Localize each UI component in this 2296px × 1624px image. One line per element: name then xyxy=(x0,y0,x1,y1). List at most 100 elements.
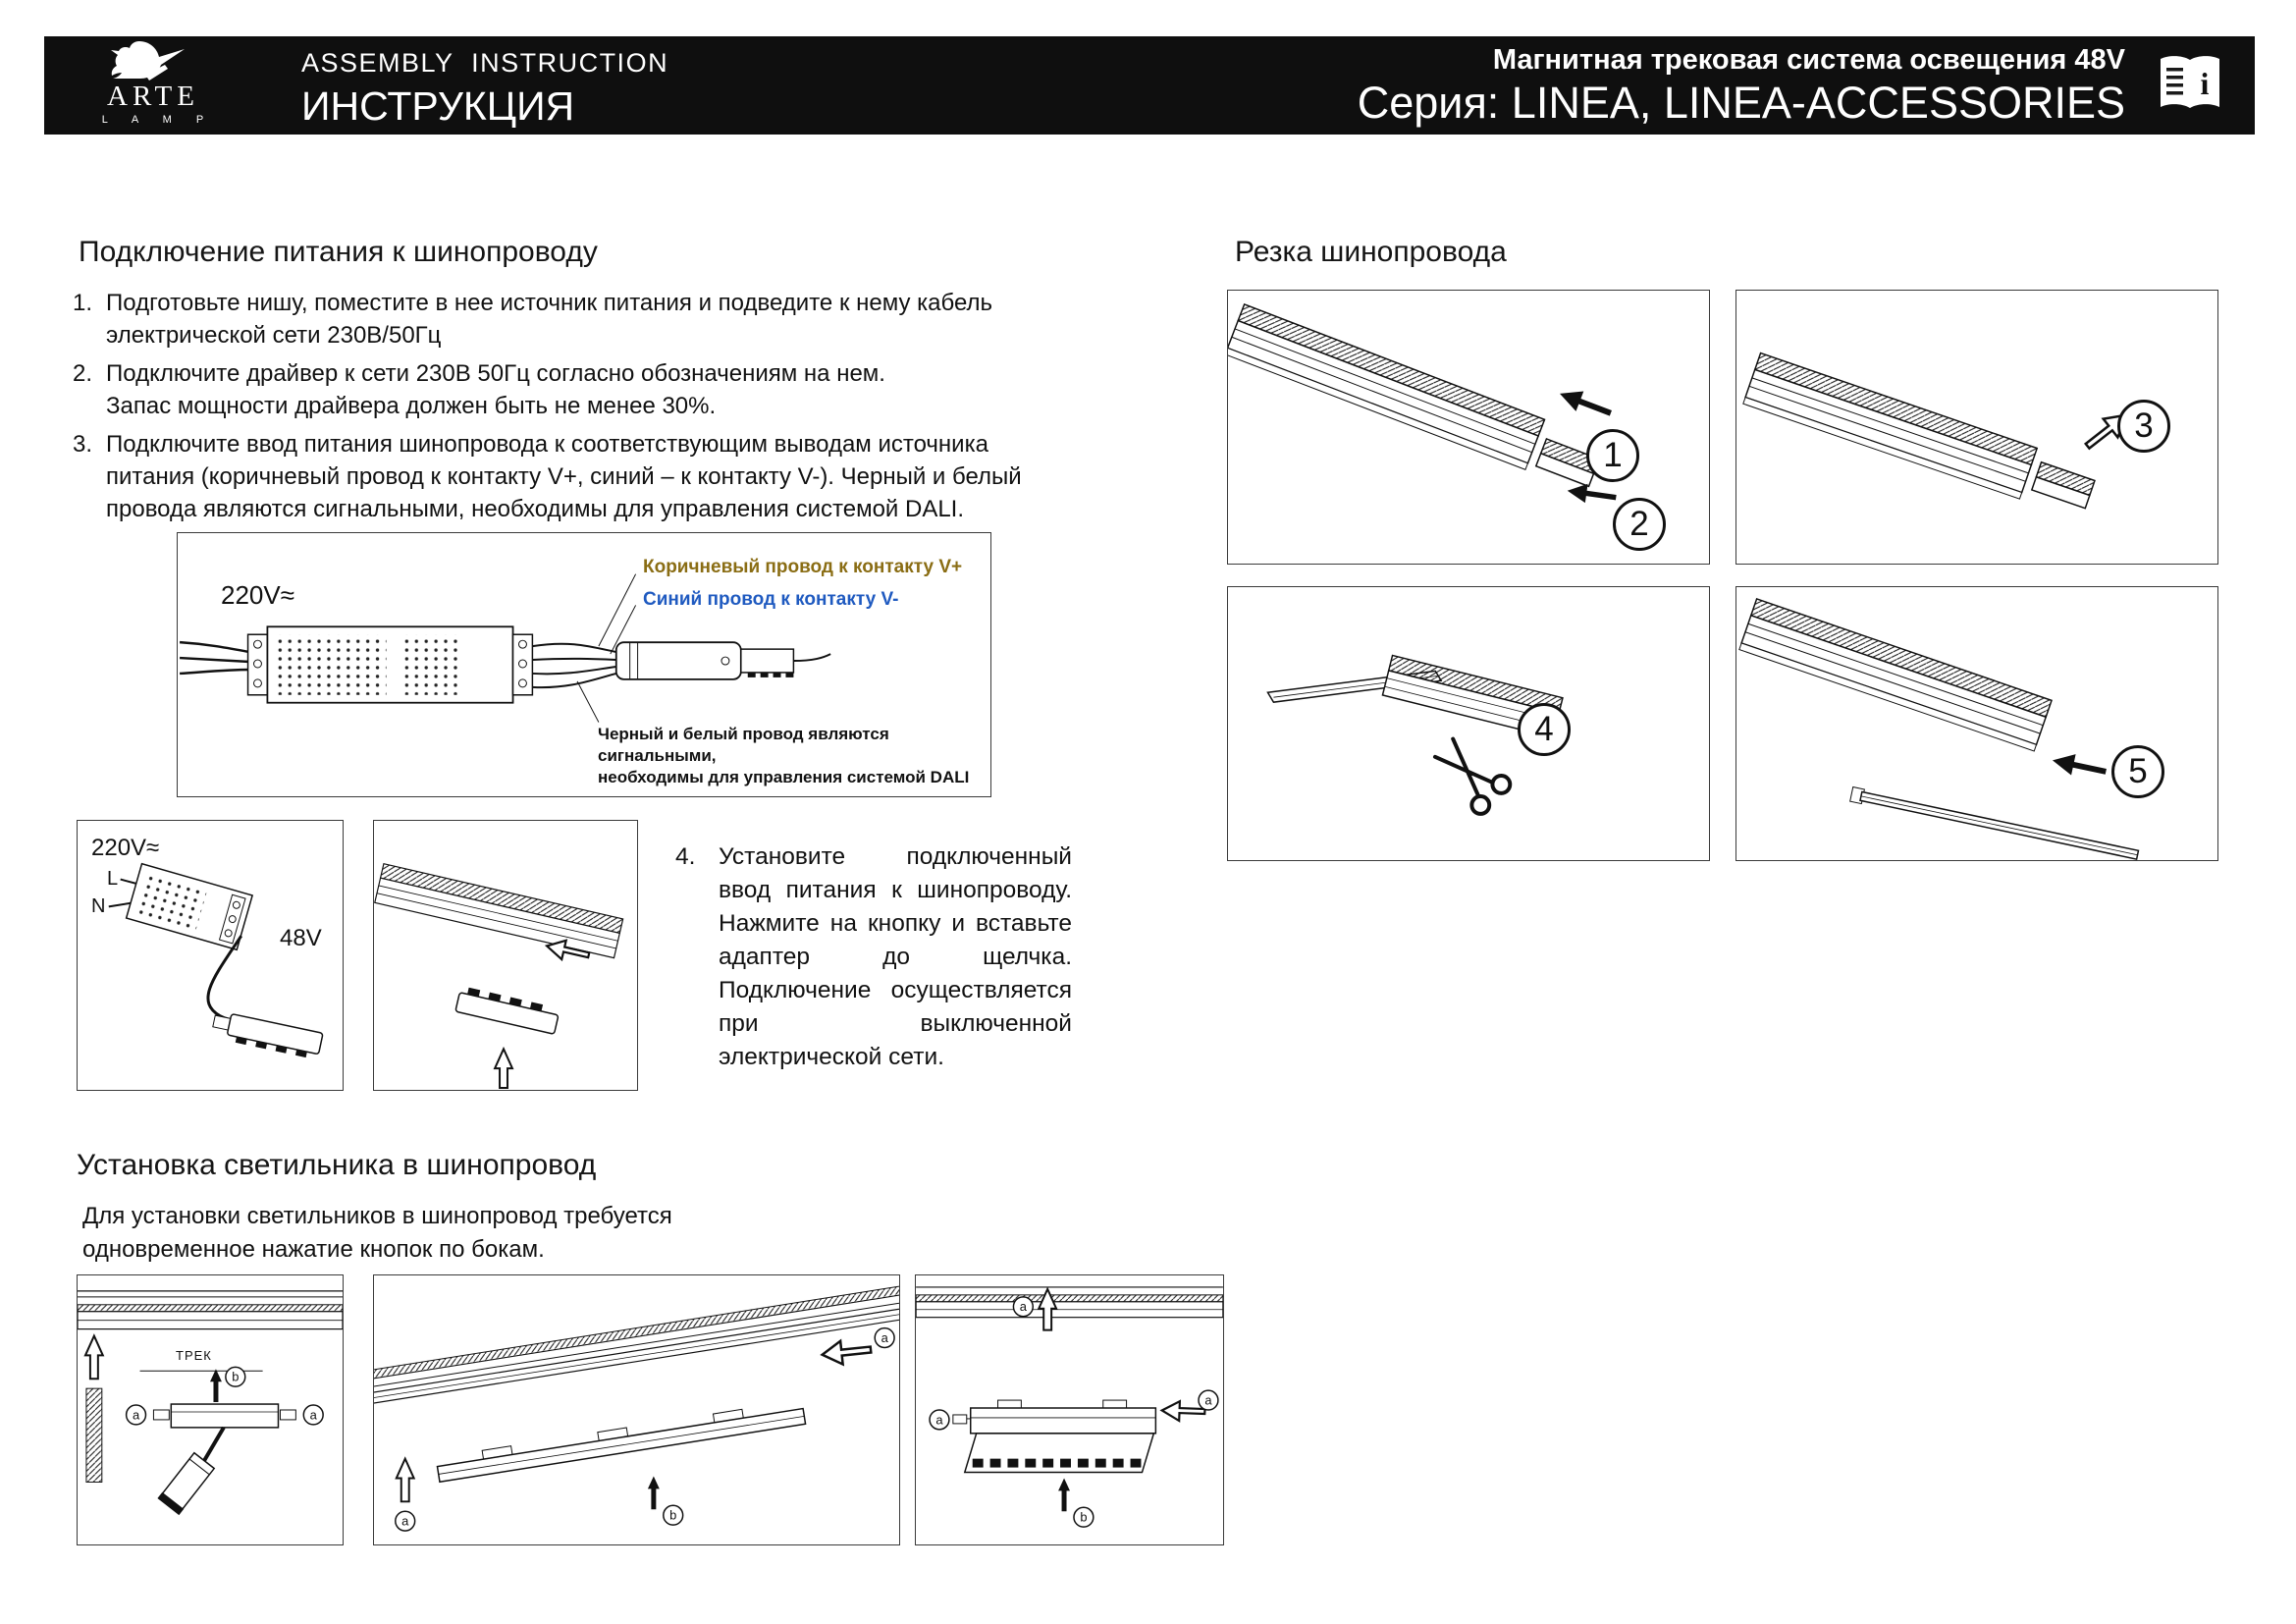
marker-a-label: a xyxy=(881,1330,889,1345)
power-step-2: 2. Подключите драйвер к сети 230В 50Гц с… xyxy=(73,357,1069,422)
step-text: Подключите ввод питания шинопровода к со… xyxy=(106,431,1022,522)
voltage-label: 220V≈ xyxy=(221,580,294,610)
marker-b-label: b xyxy=(669,1508,676,1523)
fixture-base-drawing xyxy=(170,1403,280,1429)
brand-name: ARTE xyxy=(107,81,199,112)
driver-adapter-drawing xyxy=(108,862,324,1058)
insert-direction-arrow-icon xyxy=(83,1333,105,1380)
cut-piece-drawing xyxy=(2030,460,2096,510)
plus-wire-label: Коричневый провод к контакту V+ xyxy=(643,557,963,577)
power-feed-drawing xyxy=(454,987,560,1035)
press-direction-arrow-icon xyxy=(395,1456,416,1503)
figure-driver-adapter: 220V≈ L N 48V xyxy=(77,820,344,1091)
press-direction-arrow-icon xyxy=(1058,1478,1070,1512)
press-direction-arrow-icon xyxy=(647,1476,660,1510)
marker-a-label: a xyxy=(401,1514,409,1529)
cutting-drawing xyxy=(1742,352,2130,510)
power-step-3: 3. Подключите ввод питания шинопровода к… xyxy=(73,428,1069,525)
figure-cutting-step-1-2: 1 2 xyxy=(1227,290,1710,565)
marker-a: a xyxy=(125,1404,147,1426)
title-instruction-ru: ИНСТРУКЦИЯ xyxy=(301,83,575,129)
install-louver-drawing: a a xyxy=(916,1286,1223,1528)
driver-drawing xyxy=(125,862,254,951)
figure-cutting-step-4: 4 xyxy=(1227,586,1710,861)
track-profile-drawing xyxy=(374,862,624,959)
insert-direction-arrow-icon xyxy=(1037,1286,1058,1331)
wall-section-drawing xyxy=(85,1387,103,1483)
slide-direction-arrow-icon xyxy=(2052,754,2107,776)
product-series: Серия: LINEA, LINEA-ACCESSORIES xyxy=(1357,78,2125,128)
marker-a: a xyxy=(302,1404,324,1426)
install-spot-drawing: b a a xyxy=(78,1290,343,1516)
step-badge-4: 4 xyxy=(1518,703,1571,756)
step-text: Установите подключенный ввод питания к ш… xyxy=(719,843,1072,1070)
cover-strip-drawing xyxy=(1849,785,2140,860)
step-number: 1. xyxy=(73,290,93,316)
neutral-label: N xyxy=(91,895,106,917)
slide-direction-arrow-icon xyxy=(820,1338,873,1367)
cut-direction-arrow-icon xyxy=(1567,483,1617,504)
step-badge-1: 1 xyxy=(1586,429,1639,482)
figure-feed-into-track xyxy=(373,820,638,1091)
figure-cutting-step-3: 3 xyxy=(1735,290,2218,565)
power-feed-drawing xyxy=(614,641,831,680)
header-bar: ARTE L A M P ASSEMBLY INSTRUCTION ИНСТРУ… xyxy=(44,36,2255,135)
install-description: Для установки светильников в шинопровод … xyxy=(82,1203,672,1263)
track-profile-drawing xyxy=(1228,302,1546,470)
marker-a-label: a xyxy=(133,1407,140,1422)
figure-power-wiring: 220V≈ Коричневый провод к контакту V+ Си… xyxy=(177,532,991,797)
install-linear-drawing: a a b xyxy=(374,1284,899,1532)
power-steps-list: 1. Подготовьте нишу, поместите в нее ист… xyxy=(73,287,1069,531)
title-assembly-instruction: ASSEMBLY INSTRUCTION xyxy=(301,48,669,78)
power-wiring-drawing xyxy=(179,573,831,723)
line-label: L xyxy=(107,868,119,890)
info-booklet-icon: i xyxy=(2161,56,2219,108)
marker-a-label: a xyxy=(1204,1393,1212,1408)
marker-b-label: b xyxy=(1080,1510,1087,1525)
marker-a-label: a xyxy=(935,1412,943,1427)
power-step-4: 4. Установите подключенный ввод питания … xyxy=(675,840,1072,1074)
section-heading-install: Установка светильника в шинопровод xyxy=(77,1149,597,1181)
header-titles: ASSEMBLY INSTRUCTION ИНСТРУКЦИЯ xyxy=(301,48,668,130)
section-heading-cutting: Резка шинопровода xyxy=(1235,236,1507,268)
step-badge-3: 3 xyxy=(2117,400,2170,453)
product-title: Магнитная трековая система освещения 48V xyxy=(1492,44,2125,76)
fixture-body-drawing xyxy=(969,1407,1157,1435)
marker-a: a xyxy=(929,1409,950,1431)
step-number: 2. xyxy=(73,360,93,387)
marker-b: b xyxy=(1073,1506,1095,1528)
scissors-icon xyxy=(1432,736,1513,816)
figure-install-linear: a a b xyxy=(373,1274,900,1545)
step-text: Подготовьте нишу, поместите в нее источн… xyxy=(106,290,993,349)
spot-lamp-drawing xyxy=(157,1451,216,1516)
step-number: 3. xyxy=(73,431,93,458)
step-badge-2: 2 xyxy=(1613,498,1666,551)
cut-piece-drawing xyxy=(1381,654,1564,739)
section-heading-power: Подключение питания к шинопроводу xyxy=(79,236,598,268)
marker-a: a xyxy=(1198,1389,1219,1411)
brand-subname: L A M P xyxy=(101,114,215,126)
press-direction-arrow-icon xyxy=(210,1369,222,1403)
marker-b-label: b xyxy=(232,1370,239,1384)
marker-b: b xyxy=(225,1366,246,1387)
arte-lamp-logo: ARTE L A M P xyxy=(70,39,237,126)
power-step-1: 1. Подготовьте нишу, поместите в нее ист… xyxy=(73,287,1069,352)
marker-a-label: a xyxy=(1020,1299,1028,1314)
slide-direction-arrow-icon xyxy=(544,939,591,962)
insert-direction-arrow-icon xyxy=(493,1046,514,1089)
figure-cutting-step-5: 5 xyxy=(1735,586,2218,861)
figure-install-spot: b a a xyxy=(77,1274,344,1545)
feed-into-track-drawing xyxy=(374,862,624,1089)
track-label: ТРЕК xyxy=(176,1348,212,1363)
step-text: Подключите драйвер к сети 230В 50Гц согл… xyxy=(106,360,885,419)
step-number: 4. xyxy=(675,843,696,870)
marker-a-label: a xyxy=(310,1407,318,1422)
cutting-drawing xyxy=(1738,597,2140,860)
cut-piece-drawing xyxy=(1534,437,1601,488)
step-badge-5: 5 xyxy=(2111,745,2164,798)
output-voltage-label: 48V xyxy=(280,925,322,951)
product-titles: Магнитная трековая система освещения 48V… xyxy=(1358,44,2125,129)
cut-direction-arrow-icon xyxy=(1559,391,1612,416)
marker-a: a xyxy=(1012,1296,1035,1318)
